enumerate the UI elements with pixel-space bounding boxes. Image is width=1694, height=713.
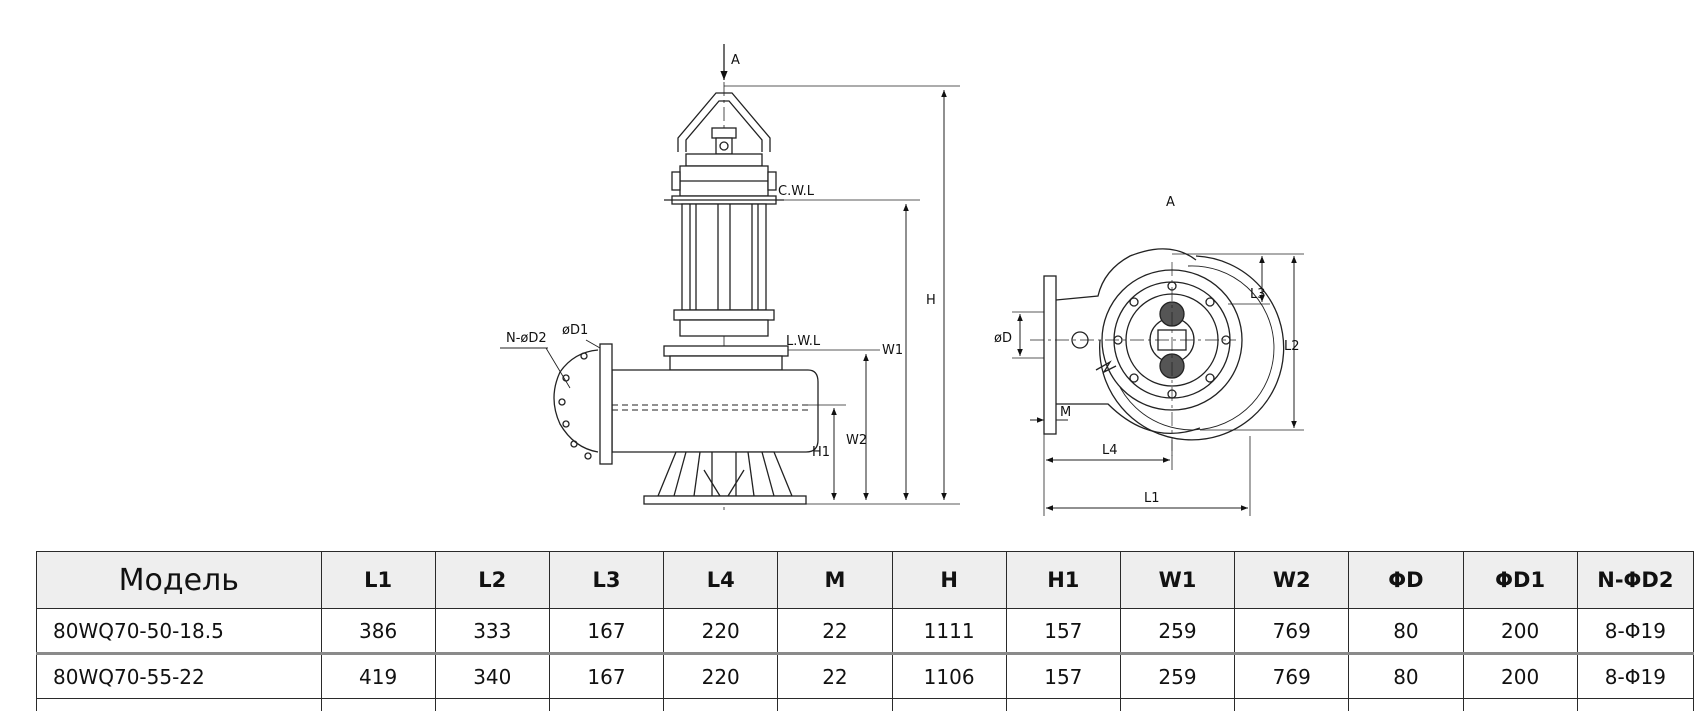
- header-h1: H1: [1005, 551, 1121, 609]
- cell-d1: 200: [1462, 608, 1578, 654]
- w2-label: W2: [846, 433, 867, 448]
- lifting-handle: [677, 92, 771, 155]
- cell-m: 22: [777, 608, 893, 654]
- header-d1: ΦD1: [1462, 551, 1578, 609]
- m-label: M: [1060, 405, 1071, 420]
- w1-label: W1: [882, 343, 903, 358]
- cell-l2: 340: [434, 652, 550, 699]
- cell-model: 80WQ70-50-18.5: [36, 608, 322, 654]
- side-view-labels: A L3 L2 øD M L4 L1: [994, 195, 1300, 506]
- cell-d: 80: [1348, 608, 1464, 654]
- cell-l4: 220: [663, 608, 779, 654]
- header-d: ΦD: [1348, 551, 1464, 609]
- front-view-labels: A C.W.L L.W.L H W1 W2 H1 N-øD2 øD1: [506, 53, 936, 460]
- table-row: 80WQ70-50-18.5 386 333 167 220 22 1111 1…: [36, 608, 1694, 654]
- table-row: 80WQ70-55-22 419 340 167 220 22 1106 157…: [36, 652, 1694, 699]
- cell-d1: 200: [1462, 652, 1578, 699]
- cell-l2: 333: [434, 608, 550, 654]
- header-n-d2: N-ΦD2: [1576, 551, 1694, 609]
- cell-h: 1106: [891, 652, 1007, 699]
- table-row-partial: [36, 698, 1694, 711]
- cell-h1: 157: [1005, 608, 1121, 654]
- cell-model: 80WQ70-55-22: [36, 652, 322, 699]
- cell-l3: 167: [548, 652, 665, 699]
- cell-l1: 386: [320, 608, 436, 654]
- l3-label: L3: [1250, 287, 1266, 302]
- h-label: H: [926, 293, 936, 308]
- l1-label: L1: [1144, 491, 1160, 506]
- side-view: [1012, 248, 1304, 516]
- cell-w1: 259: [1119, 608, 1236, 654]
- lwl-label: L.W.L: [786, 334, 821, 349]
- cell-l4: 220: [663, 652, 779, 699]
- cell-w2: 769: [1234, 652, 1350, 699]
- cell-d: 80: [1348, 652, 1464, 699]
- cell-l1: 419: [320, 652, 436, 699]
- header-l4: L4: [663, 551, 779, 609]
- view-a-label: A: [731, 53, 740, 68]
- header-h: H: [891, 551, 1007, 609]
- cell-l3: 167: [548, 608, 665, 654]
- d-label: øD: [994, 331, 1012, 346]
- header-w2: W2: [1234, 551, 1350, 609]
- header-l3: L3: [548, 551, 665, 609]
- header-w1: W1: [1119, 551, 1236, 609]
- cell-w2: 769: [1234, 608, 1350, 654]
- cell-m: 22: [777, 652, 893, 699]
- dimensions-table: Модель L1 L2 L3 L4 M H H1 W1 W2 ΦD ΦD1 N…: [36, 551, 1694, 711]
- pump-dimension-drawing: A C.W.L L.W.L H W1 W2 H1 N-øD2 øD1: [500, 44, 1304, 516]
- d1-label: øD1: [562, 323, 588, 338]
- cell-n-d2: 8-Φ19: [1576, 652, 1694, 699]
- header-l1: L1: [320, 551, 436, 609]
- table-header-row: Модель L1 L2 L3 L4 M H H1 W1 W2 ΦD ΦD1 N…: [36, 551, 1694, 609]
- cell-h: 1111: [891, 608, 1007, 654]
- header-l2: L2: [434, 551, 550, 609]
- side-view-a-label: A: [1166, 195, 1175, 210]
- cwl-label: C.W.L: [778, 184, 815, 199]
- header-model: Модель: [36, 551, 322, 609]
- cell-h1: 157: [1005, 652, 1121, 699]
- cell-w1: 259: [1119, 652, 1236, 699]
- cell-n-d2: 8-Φ19: [1576, 608, 1694, 654]
- l2-label: L2: [1284, 339, 1300, 354]
- front-view: [500, 44, 960, 510]
- header-m: M: [777, 551, 893, 609]
- l4-label: L4: [1102, 443, 1118, 458]
- n-d2-label: N-øD2: [506, 331, 547, 346]
- h1-label: H1: [812, 445, 830, 460]
